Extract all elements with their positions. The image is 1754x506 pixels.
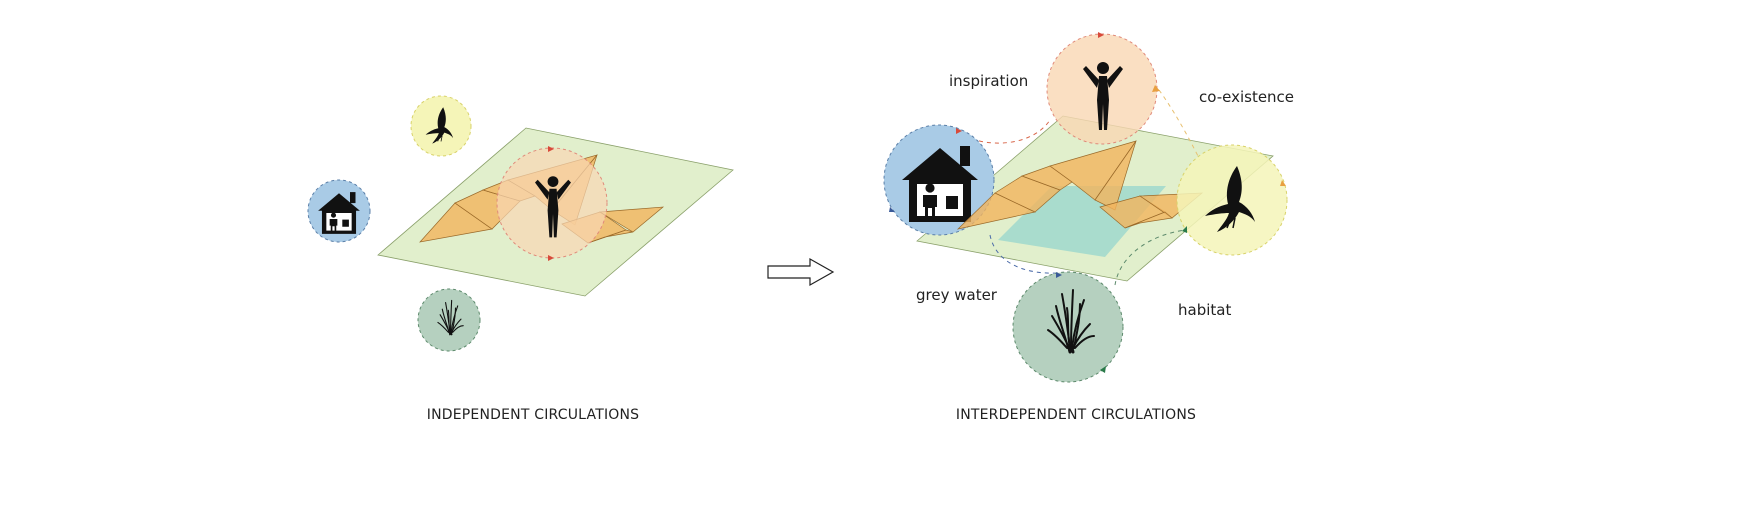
label-co-existence: co-existence — [1199, 88, 1294, 106]
arrow-icon — [767, 257, 835, 287]
label-grey-water: grey water — [916, 286, 998, 304]
right-caption: INTERDEPENDENT CIRCULATIONS — [956, 407, 1196, 423]
label-inspiration: inspiration — [949, 72, 1028, 90]
left-panel: INDEPENDENT CIRCULATIONS — [307, 95, 734, 423]
roof-canopy — [956, 140, 1204, 230]
label-habitat: habitat — [1178, 301, 1231, 319]
right-panel: inspiration co-existence grey water habi… — [883, 32, 1294, 423]
left-caption: INDEPENDENT CIRCULATIONS — [427, 407, 640, 423]
